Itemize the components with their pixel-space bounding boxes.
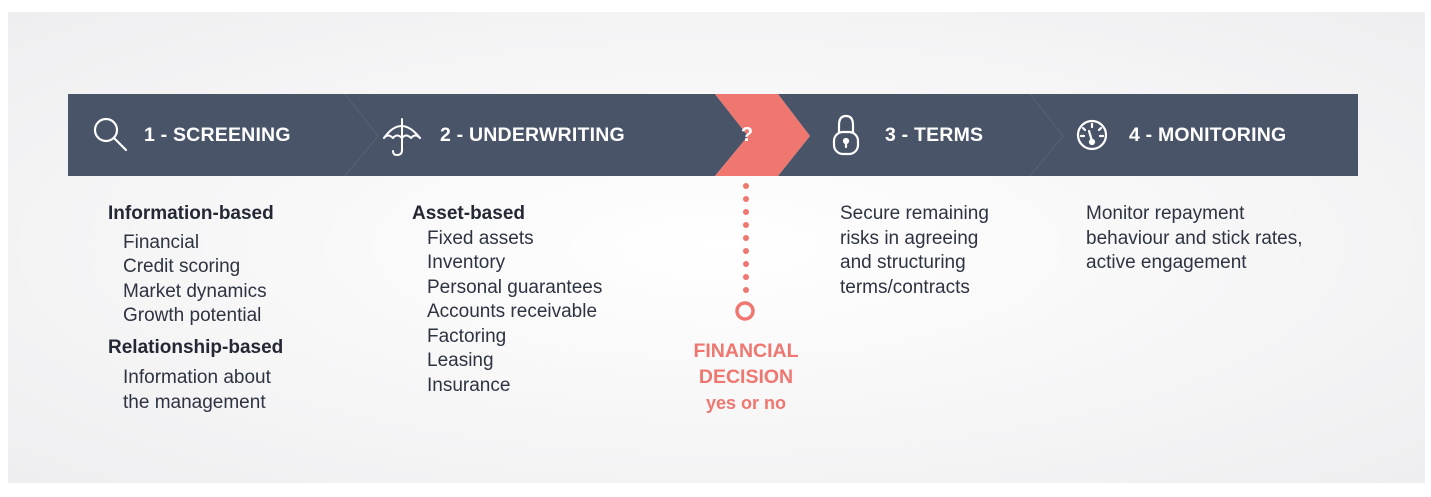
- decision-arrow: [715, 94, 810, 176]
- decision-question-mark: ?: [740, 124, 754, 146]
- screening-group2-heading: Relationship-based: [108, 336, 284, 358]
- stage-terms-arrow: [778, 94, 1063, 176]
- decision-title-line1: FINANCIAL: [693, 340, 799, 362]
- decision-subtitle: yes or no: [705, 393, 787, 413]
- umbrella-icon: [383, 118, 421, 156]
- stage-screening-arrow: [68, 94, 378, 176]
- screening-details: Information-based Financial Credit scori…: [108, 202, 283, 415]
- list-item: Inventory: [427, 252, 506, 273]
- list-item: Credit scoring: [123, 256, 241, 277]
- list-item: Growth potential: [123, 305, 262, 326]
- stage-terms-label: 3 - TERMS: [885, 124, 984, 146]
- magnifier-icon: [93, 117, 128, 152]
- stage-monitoring-arrow: [1030, 94, 1358, 176]
- list-item: Insurance: [427, 374, 511, 396]
- financial-decision-label: FINANCIAL DECISION yes or no: [660, 338, 832, 416]
- list-item: Leasing: [427, 350, 494, 371]
- terms-line: risks in agreeing: [840, 227, 979, 249]
- underwriting-details: Asset-based Fixed assets Inventory Perso…: [412, 202, 602, 398]
- speedometer-icon: [1076, 119, 1108, 151]
- monitoring-line: behaviour and stick rates,: [1086, 227, 1303, 249]
- list-item: Factoring: [427, 325, 507, 347]
- background-panel: [8, 12, 1425, 483]
- stage-screening-label: 1 - SCREENING: [144, 124, 291, 146]
- list-item: Market dynamics: [123, 280, 267, 302]
- terms-line: terms/contracts: [840, 276, 970, 298]
- decision-dotted-line: [743, 183, 749, 293]
- monitoring-line: active engagement: [1086, 252, 1247, 273]
- stage-underwriting-arrow: [345, 94, 748, 176]
- terms-line: Secure remaining: [840, 203, 989, 224]
- list-item: Fixed assets: [427, 227, 534, 249]
- screening-group2-line2: the management: [123, 391, 266, 413]
- monitoring-line: Monitor repayment: [1086, 203, 1245, 224]
- list-item: Financial: [123, 231, 200, 253]
- decision-title-line2: DECISION: [698, 366, 794, 388]
- decision-point-ring: [735, 301, 755, 321]
- list-item: Personal guarantees: [427, 276, 603, 298]
- padlock-icon: [832, 114, 860, 156]
- terms-line: and structuring: [840, 252, 966, 273]
- screening-group2-line1: Information about: [123, 367, 271, 388]
- monitoring-details: Monitor repayment behaviour and stick ra…: [1086, 202, 1303, 276]
- terms-details: Secure remaining risks in agreeing and s…: [840, 202, 989, 300]
- screening-group1-heading: Information-based: [108, 203, 274, 224]
- stage-underwriting-label: 2 - UNDERWRITING: [440, 124, 625, 146]
- underwriting-heading: Asset-based: [412, 203, 525, 224]
- stage-monitoring-label: 4 - MONITORING: [1129, 124, 1287, 146]
- list-item: Accounts receivable: [427, 301, 598, 322]
- screening-group1-list: Financial Credit scoring Market dynamics…: [108, 231, 283, 329]
